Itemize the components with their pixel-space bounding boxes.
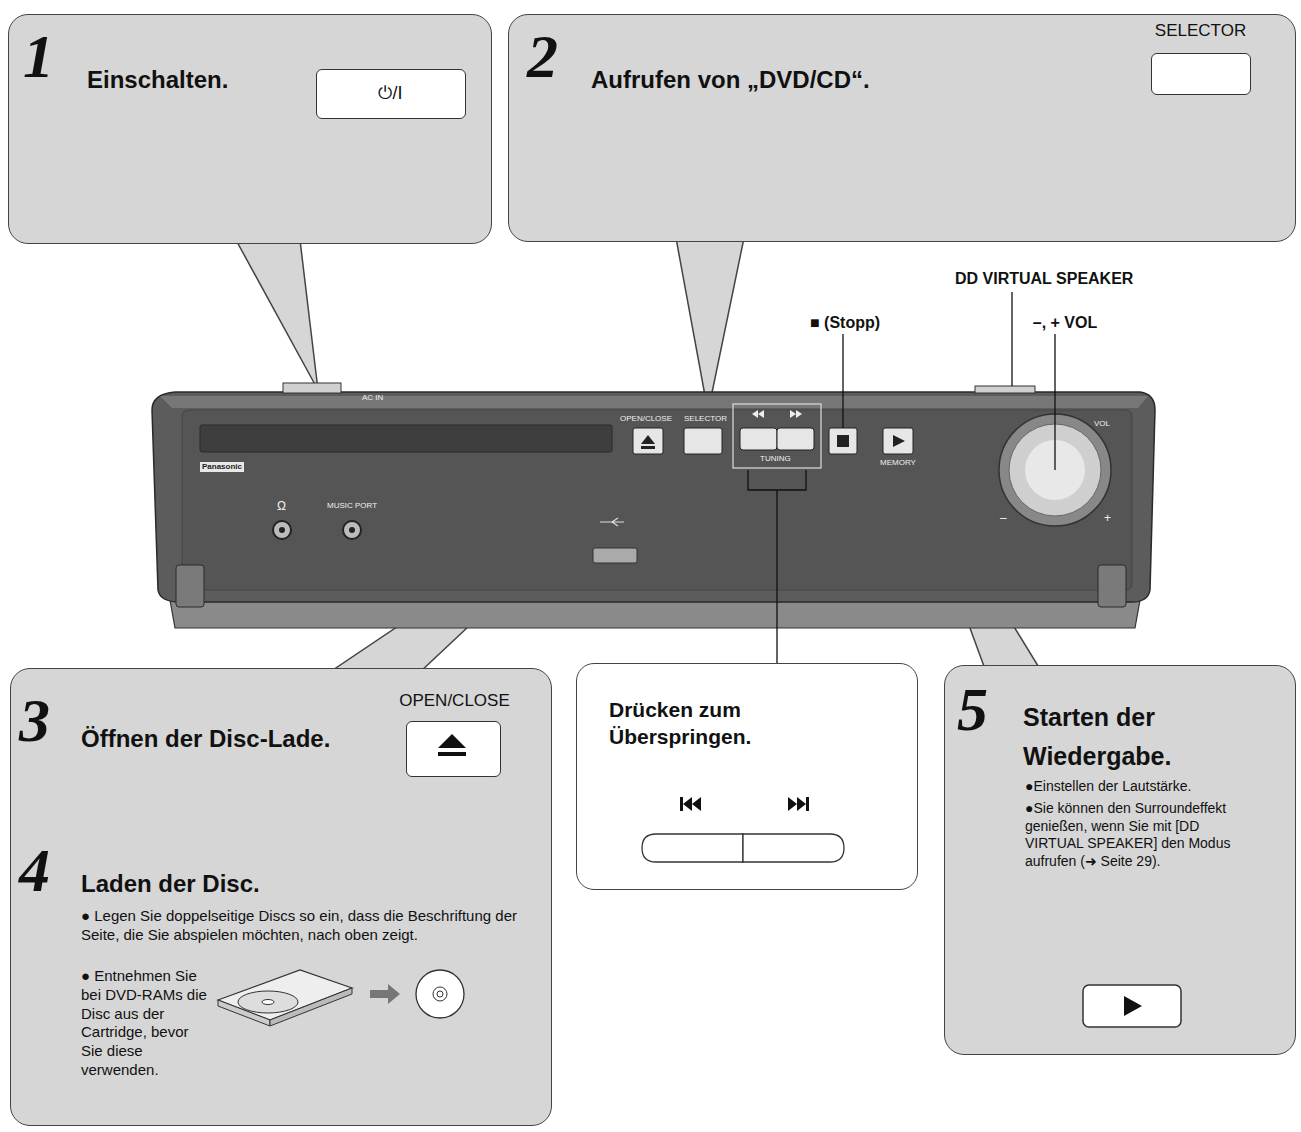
device-label: VOL <box>1094 420 1110 428</box>
step-note: ● Legen Sie doppelseitige Discs so ein, … <box>81 907 531 945</box>
callout-label: DD VIRTUAL SPEAKER <box>955 270 1133 288</box>
step-number: 5 <box>957 678 1017 740</box>
step-number: 2 <box>527 25 587 87</box>
step-number: 1 <box>23 25 83 87</box>
button-label: ⏻/I <box>317 84 464 102</box>
callout-tail <box>676 238 744 412</box>
step-heading: Öffnen der Disc-Lade. <box>81 724 381 754</box>
callout-tail <box>236 240 318 390</box>
step-heading: Starten der Wiedergabe. <box>1023 698 1273 776</box>
step-callout: 5Starten der Wiedergabe. ●Einstellen der … <box>944 665 1296 1055</box>
step-number: 4 <box>19 839 79 901</box>
step-callout: 1Einschalten. ⏻/I <box>8 14 492 244</box>
step-callout: 3Öffnen der Disc-Lade. 4Laden der Disc. ● … <box>10 668 552 1126</box>
leader-line <box>1011 292 1012 386</box>
device-label: MUSIC PORT <box>327 502 377 510</box>
open-close-button: OPEN/CLOSE <box>406 721 501 777</box>
leader-line <box>842 334 843 428</box>
button-label: SELECTOR <box>1152 22 1249 39</box>
step-note: ●Einstellen der Lautstärke. <box>1025 778 1265 796</box>
step-note: ● Entnehmen Sie bei DVD-RAMs die Disc au… <box>81 967 209 1080</box>
skip-panel: Drücken zum Überspringen. <box>576 663 918 890</box>
brand-logo: Panasonic <box>200 462 244 472</box>
step-heading: Einschalten. <box>87 65 307 95</box>
step-note: ●Sie können den Surroundeffekt genießen,… <box>1025 800 1245 870</box>
device-label: TUNING <box>760 455 791 463</box>
step-heading: Aufrufen von „DVD/CD“. <box>591 65 1011 95</box>
device-label: – <box>1000 512 1007 524</box>
device-body <box>152 383 1155 628</box>
panel-heading: Drücken zum Überspringen. <box>609 696 869 751</box>
step-number: 3 <box>19 689 79 751</box>
device-label: AC IN <box>362 394 383 402</box>
step-heading: Laden der Disc. <box>81 869 381 899</box>
leader-bracket <box>748 470 806 663</box>
leader-line <box>1054 334 1055 470</box>
callout-label: –, + VOL <box>1020 314 1110 332</box>
button-label: OPEN/CLOSE <box>397 692 512 709</box>
callout-label: ■ (Stopp) <box>795 314 895 332</box>
device-label: SELECTOR <box>684 415 727 423</box>
step-callout: 2Aufrufen von „DVD/CD“. SELECTOR <box>508 14 1296 242</box>
device-label: OPEN/CLOSE <box>620 415 672 423</box>
device-label: Ω <box>277 500 286 512</box>
power-button: ⏻/I <box>316 69 466 119</box>
selector-button: SELECTOR <box>1151 53 1251 95</box>
device-label: + <box>1104 512 1111 524</box>
device-label: MEMORY <box>880 459 916 467</box>
